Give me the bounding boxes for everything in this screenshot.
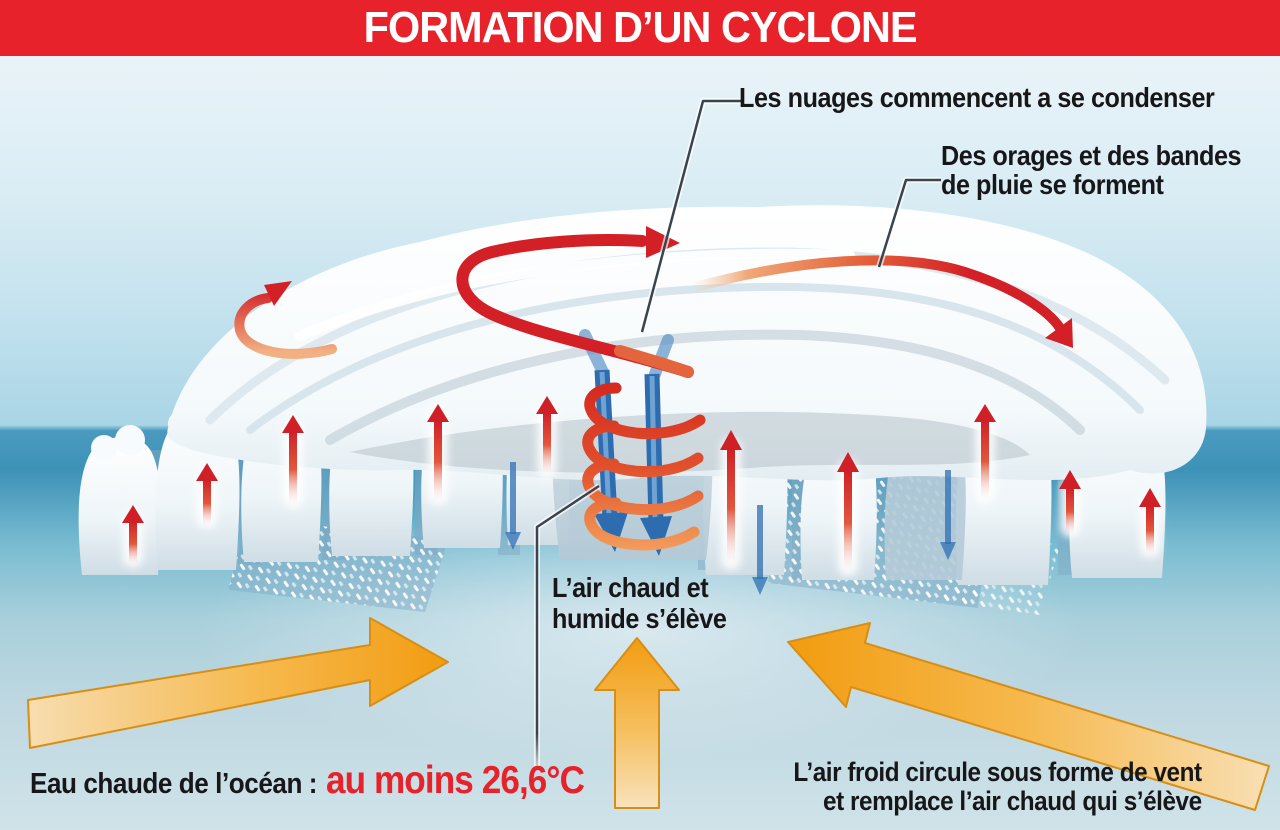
label-warm-air-line1: L’air chaud et xyxy=(552,572,709,603)
label-cold-air-line1: L’air froid circule sous forme de vent xyxy=(793,757,1203,787)
page-title: FORMATION D’UN CYCLONE xyxy=(363,3,918,52)
label-storm-bands-line2: de pluie se forment xyxy=(941,169,1164,200)
label-warm-air-line2: humide s’élève xyxy=(552,603,727,634)
label-cold-air: L’air froid circule sous forme de vent e… xyxy=(793,757,1203,816)
label-warm-ocean-temperature: au moins 26,6°C xyxy=(325,759,585,802)
label-storm-bands: Des orages et des bandes de pluie se for… xyxy=(941,140,1242,200)
label-storm-bands-line1: Des orages et des bandes xyxy=(941,140,1242,171)
inflow-arrow-left-icon xyxy=(27,617,449,749)
title-banner: FORMATION D’UN CYCLONE xyxy=(0,0,1280,56)
anvil-cloud xyxy=(167,205,1207,481)
label-cold-air-line2: et remplace l’air chaud qui s’élève xyxy=(823,786,1202,816)
label-warm-air: L’air chaud et humide s’élève xyxy=(552,572,727,634)
label-warm-ocean-prefix: Eau chaude de l’océan : xyxy=(30,768,317,800)
inflow-arrow-center-icon xyxy=(594,637,680,809)
label-clouds-condense: Les nuages commencent a se condenser xyxy=(739,82,1215,113)
label-warm-ocean: Eau chaude de l’océan : au moins 26,6°C xyxy=(30,759,585,802)
